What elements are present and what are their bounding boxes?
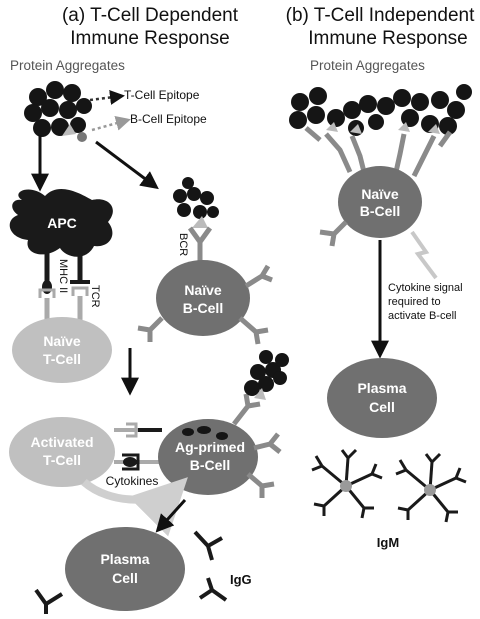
panel-a-title-line1: (a) T-Cell Dependent <box>62 5 239 26</box>
cytokines-arrow <box>81 477 188 537</box>
activated-tcell-label-line2: T-Cell <box>43 452 81 468</box>
tcell-epitope-marker <box>62 124 76 136</box>
tcell-bcell-synapse <box>114 422 162 471</box>
epitope-bound-bcr <box>192 216 208 228</box>
panel-a-aggregates-label: Protein Aggregates <box>10 58 125 73</box>
naive-bcell-b <box>338 166 422 238</box>
tcr-receptor-right <box>71 286 89 296</box>
protein-aggregate-a <box>24 81 92 137</box>
igm-core-1 <box>340 480 352 492</box>
bcell-epitope-pointer <box>91 115 131 132</box>
naive-bcell-a-label-line1: Naïve <box>184 282 222 298</box>
tcr-receptor-left <box>38 288 56 298</box>
activated-tcell-label-line1: Activated <box>30 434 93 450</box>
naive-tcell-label-line2: T-Cell <box>43 351 81 367</box>
tcell-epitope-pointer <box>89 90 125 105</box>
arrow-aggregate-to-bcell <box>95 140 159 190</box>
igm-label: IgM <box>377 535 399 550</box>
panel-a-title-line2: Immune Response <box>70 28 229 49</box>
panel-b-aggregates-label: Protein Aggregates <box>310 58 425 73</box>
ag-primed-bcell-label-line2: B-Cell <box>190 457 230 473</box>
bcell-b-side-receptors <box>319 220 348 247</box>
bcell-epitope-label: B-Cell Epitope <box>130 112 207 126</box>
mhc-ii-label: MHC II <box>57 259 69 293</box>
naive-bcell-a-label-line2: B-Cell <box>183 300 223 316</box>
bcell-b-receptors-top <box>304 126 453 178</box>
tcr-label: TCR <box>89 285 101 308</box>
internalized-antigen <box>182 426 228 440</box>
igm-core-2 <box>424 484 436 496</box>
cytokine-note-line2: required to <box>388 296 441 308</box>
tcell-epitope-label: T-Cell Epitope <box>124 88 200 102</box>
activated-tcell <box>9 417 115 487</box>
apc-label: APC <box>47 215 77 231</box>
ag-primed-bcell <box>158 419 258 495</box>
plasma-cell-a-label-line1: Plasma <box>100 551 149 567</box>
naive-bcell-b-label-line1: Naïve <box>361 186 399 202</box>
protein-aggregate-bcr <box>173 177 219 219</box>
plasma-cell-b-label-line2: Cell <box>369 399 395 415</box>
panel-b-title-line2: Immune Response <box>308 28 467 49</box>
cytokine-note-line1: Cytokine signal <box>388 282 463 294</box>
epitope-agprimed <box>254 388 266 400</box>
naive-bcell-b-label-line2: B-Cell <box>360 203 400 219</box>
igg-antibodies <box>34 530 228 614</box>
protein-aggregate-agprimed <box>244 350 289 396</box>
arrow-to-plasma-a <box>155 498 187 533</box>
plasma-cell-b-label-line1: Plasma <box>357 380 406 396</box>
ag-primed-bcell-label-line1: Ag-primed <box>175 439 245 455</box>
protein-aggregate-b <box>289 84 472 136</box>
bcell-a-receptors <box>137 264 273 345</box>
apc-cell <box>9 188 113 257</box>
bcell-epitope-marker <box>77 132 87 142</box>
panel-b-title-line1: (b) T-Cell Independent <box>286 5 475 26</box>
bcr-label: BCR <box>177 233 189 256</box>
naive-tcell <box>12 317 112 383</box>
plasma-cell-b <box>327 358 437 438</box>
igg-label: IgG <box>230 572 252 587</box>
plasma-cell-a <box>65 527 185 611</box>
plasma-cell-a-label-line2: Cell <box>112 570 138 586</box>
naive-bcell-a <box>156 260 250 336</box>
cytokine-note-line3: activate B-cell <box>388 310 456 322</box>
cytokine-signal-bolt <box>410 230 438 280</box>
cytokines-label: Cytokines <box>106 474 159 488</box>
bcell-b-epitopes <box>326 122 440 134</box>
naive-tcell-label-line1: Naïve <box>43 333 81 349</box>
igm-pentamer-1 <box>311 448 383 519</box>
mhc-ii-head <box>42 280 52 294</box>
bcr-receptor-top <box>187 226 213 247</box>
agprimed-receptors <box>232 393 282 498</box>
